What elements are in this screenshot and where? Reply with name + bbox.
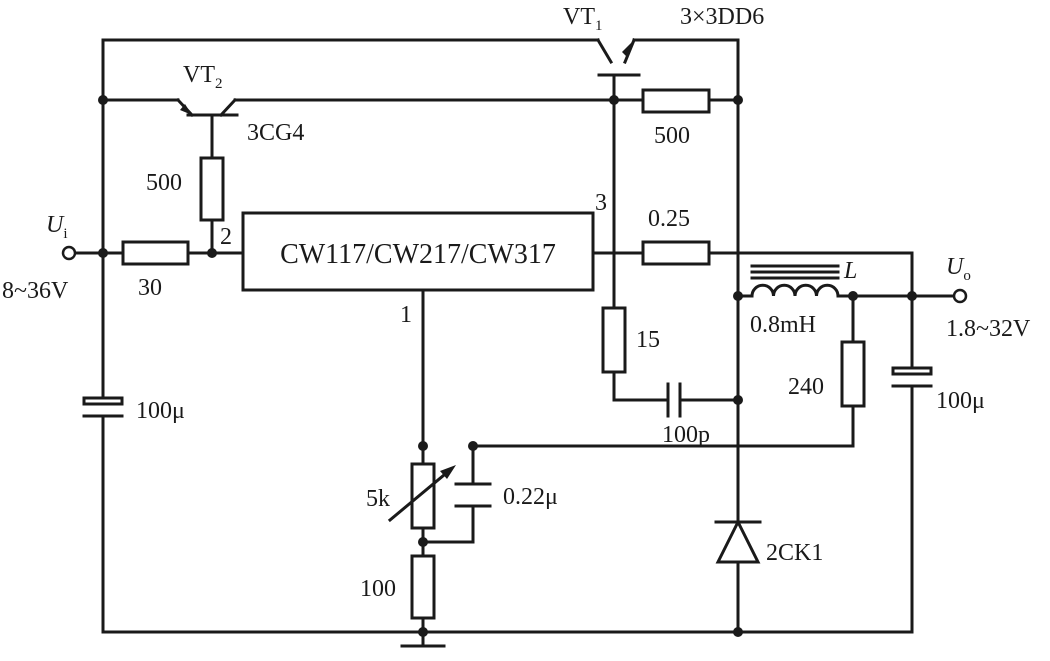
junctions	[98, 95, 917, 637]
vt1-name: VT1	[563, 4, 603, 34]
wire-sense-to-output	[707, 251, 914, 370]
ic-pin3-label: 3	[595, 190, 607, 216]
vt1-emitter-arrow-icon	[622, 40, 634, 58]
diode-triangle	[715, 518, 761, 564]
wire-240-feedback	[471, 404, 855, 448]
output-range: 1.8~32V	[946, 316, 1031, 342]
diode-label: 2CK1	[766, 540, 823, 566]
potentiometer-5k	[410, 462, 436, 530]
potentiometer-arrow-line	[387, 467, 453, 523]
vt1-part: 3×3DD6	[680, 4, 764, 30]
transistor-vt2	[180, 104, 239, 134]
ic-pin1-label: 1	[400, 302, 412, 328]
potentiometer-arrow-icon	[440, 465, 456, 479]
resistor-bottom-label: 100	[360, 576, 396, 602]
vt2-name: VT2	[183, 62, 223, 92]
resistor-compensation-label: 15	[636, 327, 660, 353]
resistor-vt1-base-label: 500	[654, 123, 690, 149]
inductor-coil	[750, 283, 840, 298]
capacitor-output	[891, 366, 933, 388]
resistor-feedback-label: 240	[788, 374, 824, 400]
input-symbol: Ui	[46, 212, 68, 242]
capacitor-compensation	[666, 382, 682, 418]
wire-vt2-collector-lead	[218, 97, 238, 118]
output-terminal	[952, 288, 968, 304]
potentiometer-label: 5k	[366, 486, 390, 512]
inductor-value: 0.8mH	[750, 312, 816, 338]
wire-r15-to-cap	[612, 370, 670, 402]
vt2-part: 3CG4	[247, 120, 304, 146]
capacitor-compensation-label: 100p	[662, 422, 710, 448]
vt2-emitter-arrow-icon	[180, 104, 192, 115]
wire-adj-cap	[421, 444, 475, 544]
wire-vt1-collector	[595, 37, 614, 65]
input-terminal	[61, 245, 77, 261]
output-symbol: Uo	[946, 254, 971, 284]
capacitor-input	[82, 396, 124, 418]
inductor-core	[750, 264, 840, 280]
ic-label: CW117/CW217/CW317	[280, 239, 556, 270]
resistor-sense	[641, 240, 711, 266]
transistor-vt1	[597, 40, 641, 77]
input-range: 8~36V	[2, 278, 69, 304]
ic-regulator	[241, 211, 595, 292]
resistor-input-label: 30	[138, 275, 162, 301]
wire-vt1-emitter	[632, 38, 740, 270]
resistor-vt2-base-label: 500	[146, 170, 182, 196]
wires	[73, 37, 956, 646]
inductor	[750, 264, 840, 298]
ic-pin2-label: 2	[220, 224, 232, 250]
resistor-vt2-base	[199, 156, 225, 222]
resistor-compensation	[601, 306, 627, 374]
resistor-sense-label: 0.25	[648, 206, 690, 232]
resistor-input	[121, 240, 190, 266]
inductor-symbol: L	[843, 258, 857, 284]
capacitor-input-label: 100μ	[136, 398, 185, 424]
capacitor-output-label: 100μ	[936, 388, 985, 414]
resistor-vt1-base	[641, 88, 711, 114]
capacitor-adj-label: 0.22μ	[503, 484, 558, 510]
diode	[714, 518, 762, 564]
capacitor-adj	[454, 482, 492, 508]
wire-ground-rail	[101, 384, 914, 634]
resistor-feedback	[840, 340, 866, 408]
resistor-bottom	[410, 554, 436, 620]
